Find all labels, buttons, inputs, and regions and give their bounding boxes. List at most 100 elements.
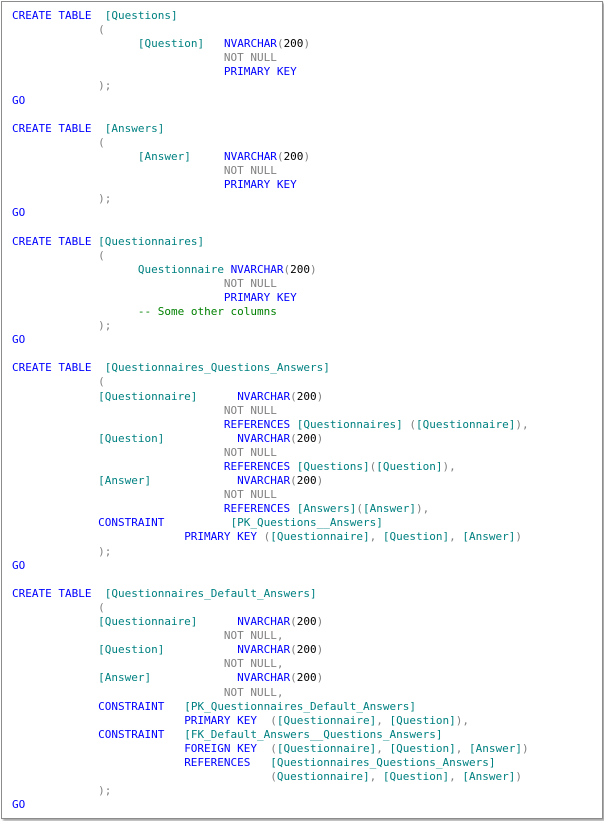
- whitespace: [12, 488, 224, 501]
- keyword-token: PRIMARY KEY: [223, 178, 297, 192]
- identifier-token: [PK_Questionnaires_Default_Answers]: [184, 699, 416, 713]
- code-line: REFERENCES [Questionnaires] ([Questionna…: [12, 418, 529, 432]
- identifier-token: [Answer]: [98, 474, 152, 488]
- operator-token: (: [270, 741, 277, 755]
- keyword-token: REFERENCES: [223, 460, 291, 473]
- code-line: (: [12, 136, 529, 150]
- operator-token: ): [316, 474, 324, 488]
- operator-token: (: [98, 600, 105, 614]
- identifier-token: [Question]: [98, 431, 165, 445]
- operator-token: (: [270, 713, 277, 727]
- whitespace: [12, 37, 138, 50]
- operator-token: (: [263, 530, 271, 544]
- operator-token: ,: [455, 741, 469, 755]
- keyword-token: GO: [12, 798, 26, 812]
- whitespace: [12, 446, 224, 459]
- whitespace: [91, 361, 104, 374]
- operator-token: ): [316, 389, 324, 403]
- operator-token: ): [316, 615, 324, 629]
- operator-token: ,: [369, 530, 383, 544]
- operator-token: NOT NULL: [223, 403, 277, 417]
- whitespace: [12, 432, 98, 445]
- literal-token: 200: [296, 671, 317, 685]
- keyword-token: NVARCHAR: [237, 389, 291, 403]
- whitespace: [12, 643, 98, 656]
- whitespace: [12, 728, 98, 741]
- identifier-token: [Question]: [382, 530, 450, 544]
- keyword-token: NVARCHAR: [237, 431, 291, 445]
- whitespace: [12, 319, 98, 332]
- whitespace: [12, 629, 224, 642]
- code-line: GO: [12, 559, 529, 573]
- keyword-token: NVARCHAR: [223, 37, 277, 51]
- operator-token: NOT NULL,: [223, 657, 284, 671]
- whitespace: [12, 23, 98, 36]
- whitespace: [12, 390, 98, 403]
- code-line: );: [12, 192, 529, 206]
- identifier-token: [Questionnaire]: [98, 389, 198, 403]
- code-line: );: [12, 784, 529, 798]
- keyword-token: PRIMARY KEY: [184, 530, 258, 544]
- whitespace: [12, 545, 98, 558]
- operator-token: ),: [416, 502, 430, 516]
- whitespace: [164, 432, 237, 445]
- operator-token: );: [98, 319, 112, 333]
- identifier-token: [Answer]: [469, 741, 522, 755]
- sql-code-block: CREATE TABLE [Questions] ( [Question] NV…: [12, 9, 529, 812]
- operator-token: ,: [449, 770, 463, 784]
- keyword-token: NVARCHAR: [223, 149, 277, 163]
- code-line: CREATE TABLE [Questionnaires_Questions_A…: [12, 361, 529, 375]
- comment-token: -- Some other columns: [137, 304, 277, 318]
- whitespace: [12, 79, 98, 92]
- whitespace: [12, 474, 98, 487]
- code-line: REFERENCES [Questionnaires_Questions_Ans…: [12, 756, 529, 770]
- whitespace: [12, 164, 224, 177]
- whitespace: [12, 615, 98, 628]
- operator-token: NOT NULL,: [223, 629, 284, 643]
- whitespace: [12, 375, 98, 388]
- identifier-token: [Answer]: [98, 671, 152, 685]
- operator-token: ,: [376, 713, 390, 727]
- operator-token: (: [369, 460, 377, 473]
- operator-token: ): [310, 262, 317, 276]
- code-line: GO: [12, 206, 529, 220]
- code-line: NOT NULL,: [12, 629, 529, 643]
- literal-token: 200: [296, 389, 317, 403]
- whitespace: [250, 756, 270, 769]
- whitespace: [12, 601, 98, 614]
- whitespace: [12, 277, 224, 290]
- whitespace: [197, 615, 237, 628]
- code-line: [Question] NVARCHAR(200): [12, 643, 529, 657]
- keyword-token: NVARCHAR: [237, 474, 291, 488]
- code-line: [Answer] NVARCHAR(200): [12, 150, 529, 164]
- operator-token: );: [98, 544, 112, 558]
- operator-token: ): [316, 671, 324, 685]
- operator-token: (: [98, 23, 105, 37]
- keyword-token: PRIMARY KEY: [223, 290, 297, 304]
- whitespace: [91, 122, 104, 135]
- whitespace: [12, 657, 224, 670]
- code-line: [Question] NVARCHAR(200): [12, 432, 529, 446]
- operator-token: (: [290, 615, 297, 629]
- code-line: [Questionnaire] NVARCHAR(200): [12, 615, 529, 629]
- operator-token: (: [356, 502, 364, 516]
- identifier-token: [Question]: [376, 460, 443, 473]
- identifier-token: [Answer]: [462, 530, 516, 544]
- code-line: [Question] NVARCHAR(200): [12, 37, 529, 51]
- whitespace: [164, 643, 237, 656]
- whitespace: [12, 136, 98, 149]
- code-line: );: [12, 79, 529, 93]
- code-line: (: [12, 601, 529, 615]
- keyword-token: CREATE TABLE: [12, 9, 92, 22]
- literal-token: 200: [296, 615, 317, 629]
- whitespace: [12, 742, 184, 755]
- whitespace: [12, 305, 138, 318]
- operator-token: );: [98, 192, 112, 206]
- keyword-token: GO: [12, 206, 26, 220]
- whitespace: [224, 263, 231, 276]
- code-line: NOT NULL,: [12, 686, 529, 700]
- literal-token: 200: [296, 643, 317, 657]
- operator-token: (: [290, 389, 297, 403]
- code-line: -- Some other columns: [12, 305, 529, 319]
